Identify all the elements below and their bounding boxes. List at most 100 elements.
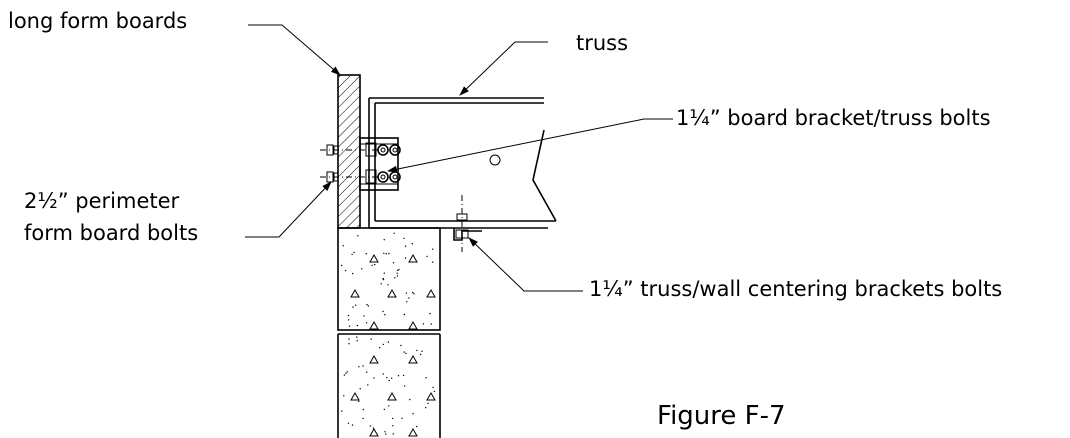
concrete-speckle (406, 301, 408, 303)
concrete-speckle (374, 263, 376, 266)
concrete-speckle (358, 400, 360, 403)
concrete-speckle (369, 425, 371, 427)
concrete-speckle (366, 303, 368, 306)
leader-perimeter-bolts (245, 181, 332, 238)
concrete-speckle (432, 261, 434, 263)
figure-title: Figure F-7 (657, 401, 786, 431)
concrete-speckle (383, 272, 385, 274)
concrete-speckle (429, 312, 431, 315)
concrete-speckle (392, 433, 394, 435)
leader-centering-bracket-bolts (468, 237, 583, 292)
concrete-speckle (405, 292, 408, 294)
concrete-speckle (383, 408, 385, 411)
concrete-speckle (344, 269, 347, 272)
concrete-speckle (387, 341, 390, 343)
concrete-speckle (345, 372, 347, 374)
concrete-speckle (409, 398, 411, 401)
concrete-speckle (425, 377, 427, 379)
concrete-speckle (343, 395, 345, 397)
concrete-speckle (382, 277, 384, 280)
concrete-speckle (348, 338, 350, 340)
concrete-speckle (404, 245, 407, 247)
concrete-speckle (432, 248, 434, 250)
label-perimeter-bolts-line1: 2½” perimeter (24, 189, 180, 213)
concrete-speckle (347, 422, 350, 424)
concrete-speckle (392, 262, 395, 264)
concrete-speckle (412, 291, 414, 294)
concrete-speckle (352, 306, 354, 308)
concrete-speckle (383, 252, 385, 254)
concrete-speckle (343, 374, 346, 376)
concrete-wall-upper (337, 227, 441, 331)
concrete-speckle (430, 323, 432, 325)
concrete-speckle (362, 417, 364, 420)
concrete-speckle (383, 239, 385, 241)
concrete-speckle (342, 245, 344, 247)
concrete-speckle (425, 407, 427, 409)
concrete-speckle (348, 325, 351, 327)
concrete-speckle (393, 232, 395, 234)
concrete-speckle (420, 353, 422, 356)
label-board-bracket-bolts: 1¼” board bracket/truss bolts (676, 106, 991, 130)
concrete-speckle (351, 253, 353, 256)
concrete-speckle (384, 431, 386, 433)
concrete-speckle (412, 413, 414, 415)
concrete-speckle (396, 272, 398, 274)
concrete-speckle (355, 304, 357, 306)
concrete-speckle (346, 371, 348, 373)
concrete-speckle (408, 297, 410, 299)
concrete-speckle (394, 277, 396, 279)
concrete-speckle (402, 374, 405, 377)
concrete-speckle (358, 366, 360, 368)
concrete-speckle (388, 405, 390, 407)
concrete-speckle (385, 253, 387, 255)
concrete-speckle (403, 385, 406, 387)
concrete-speckle (370, 338, 372, 340)
concrete-speckle (413, 293, 415, 295)
concrete-speckle (356, 324, 359, 327)
concrete-speckle (386, 376, 388, 379)
concrete-speckle (392, 425, 394, 427)
concrete-speckle (359, 388, 361, 390)
concrete-speckle (427, 402, 429, 405)
long-form-board-hatched (337, 74, 361, 229)
concrete-speckle (382, 310, 384, 313)
concrete-speckle (405, 352, 407, 355)
concrete-speckle (384, 314, 386, 316)
concrete-speckle (365, 253, 367, 255)
concrete-speckle (403, 313, 406, 316)
bracket-truss-bolt-lower (377, 171, 401, 183)
concrete-speckle (351, 424, 354, 426)
concrete-speckle (347, 314, 350, 317)
bracket-truss-bolt-upper (377, 144, 401, 156)
leader-board-bracket-bolts (387, 118, 673, 173)
concrete-speckle (422, 323, 425, 325)
concrete-speckle (382, 373, 384, 375)
concrete-speckle (396, 275, 399, 277)
concrete-speckle (367, 384, 369, 386)
truss-member (368, 97, 557, 229)
concrete-speckle (433, 390, 436, 393)
concrete-speckle (379, 347, 381, 349)
concrete-speckle (367, 305, 369, 307)
concrete-speckle (373, 377, 375, 379)
concrete-aggregate-marks (350, 253, 436, 437)
label-long-form-boards: long form boards (8, 9, 187, 33)
concrete-speckle (356, 336, 358, 338)
concrete-speckle (357, 235, 359, 237)
concrete-speckle (341, 264, 343, 267)
concrete-speckle (403, 351, 405, 353)
concrete-speckle (391, 417, 394, 420)
concrete-speckle (356, 340, 358, 342)
concrete-speckle (365, 322, 368, 324)
concrete-speckle (398, 268, 400, 271)
concrete-speckle (348, 343, 350, 345)
concrete-speckle (396, 269, 399, 272)
label-centering-bracket-bolts: 1¼” truss/wall centering brackets bolts (589, 277, 1002, 301)
concrete-speckle (387, 284, 389, 286)
label-perimeter-bolts-line2: form board bolts (24, 221, 198, 245)
concrete-speckle (397, 375, 400, 377)
concrete-speckle (371, 264, 373, 266)
concrete-speckle (403, 237, 405, 240)
